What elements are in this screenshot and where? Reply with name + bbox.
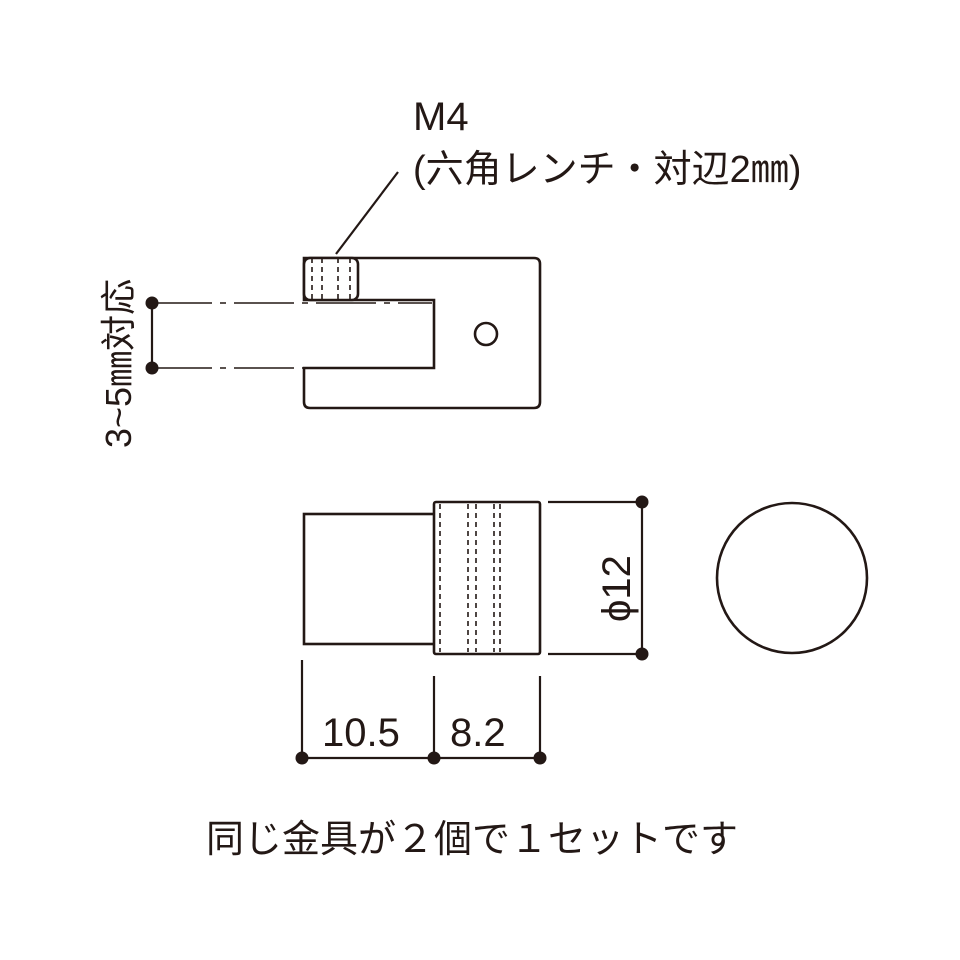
length-a-label: 10.5	[322, 711, 400, 755]
side-view: 3~5㎜対応	[98, 256, 542, 448]
wrench-size-label: (六角レンチ・対辺2㎜)	[413, 149, 801, 191]
callout-leader-line	[335, 171, 399, 255]
diameter-label: ϕ12	[595, 555, 639, 622]
dimension-dot	[145, 361, 159, 375]
body-cylinder	[302, 512, 438, 646]
front-view: ϕ12 10.5 8.2	[295, 495, 649, 765]
set-screw	[302, 256, 360, 302]
dimension-dot	[145, 296, 159, 310]
cap-cylinder	[432, 500, 542, 656]
thread-size-label: M4	[413, 95, 469, 139]
length-b-label: 8.2	[450, 711, 506, 755]
mounting-hole	[473, 321, 499, 347]
dimension-dot	[295, 751, 309, 765]
dimension-dot	[533, 751, 547, 765]
bracket-body-outline	[302, 256, 542, 410]
dimension-dot	[635, 647, 649, 661]
dimension-dot	[635, 495, 649, 509]
set-note: 同じ金具が２個で１セットです	[206, 819, 738, 861]
set-screw-callout: M4 (六角レンチ・対辺2㎜)	[335, 95, 801, 255]
end-view-circle	[715, 501, 869, 655]
dimension-dot	[427, 751, 441, 765]
thickness-range-label: 3~5㎜対応	[98, 279, 139, 448]
